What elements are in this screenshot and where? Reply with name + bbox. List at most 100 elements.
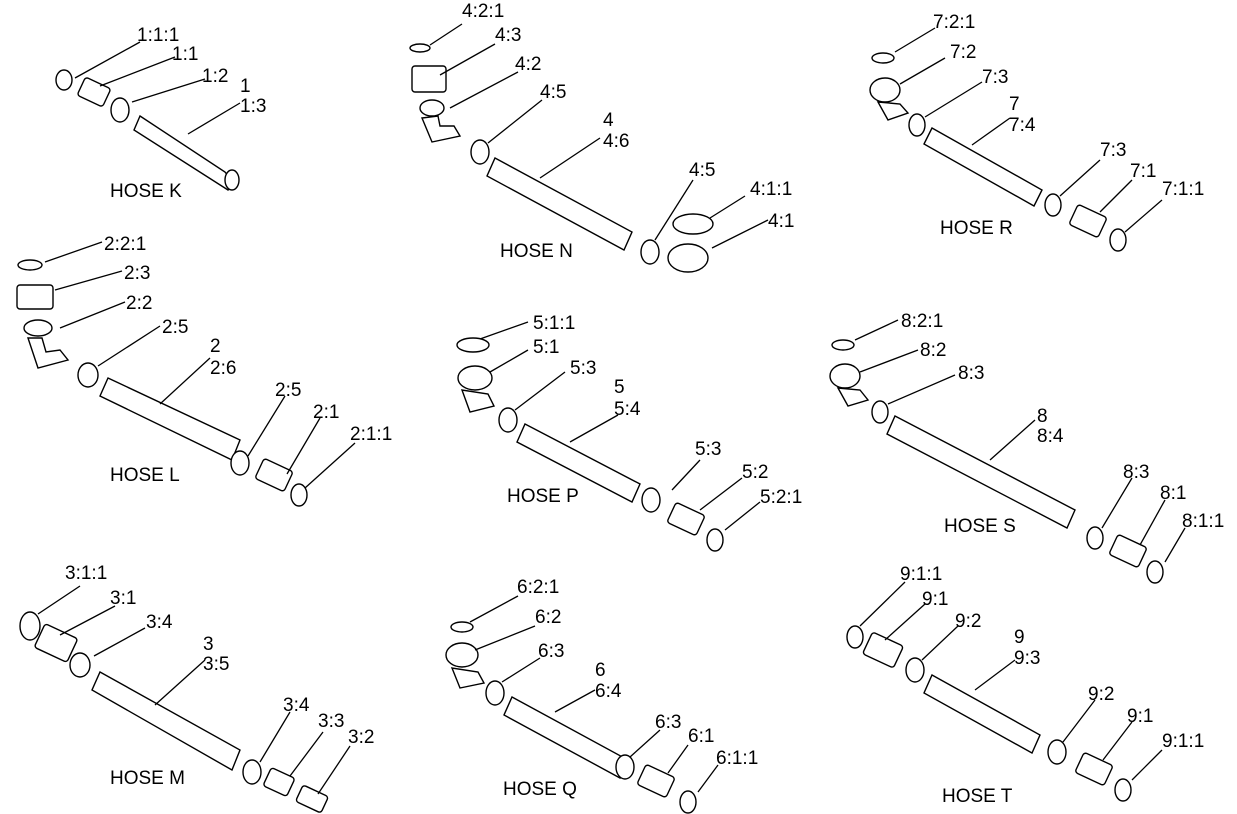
hose-n-clamp-1 xyxy=(470,139,490,165)
hose-m-parts xyxy=(19,611,329,813)
panel-hose-q: 6:2:1 6:2 6:3 6 6:4 6:3 6:1 6:1:1 HOSE Q xyxy=(445,577,758,814)
hose-m-tube xyxy=(91,671,241,772)
hose-l-tube xyxy=(99,377,241,461)
hose-q-title: HOSE Q xyxy=(503,779,577,800)
hose-r-end-fitting xyxy=(1069,204,1107,238)
hose-r-label-3: 7:3 xyxy=(982,67,1008,88)
hose-t-parts xyxy=(846,625,1132,802)
hose-s-label-8: 8:1:1 xyxy=(1182,511,1224,532)
hose-t-end-oring xyxy=(1114,778,1132,802)
hose-l-label-5: 2 xyxy=(210,336,221,357)
hose-s-label-3: 8:3 xyxy=(958,363,984,384)
hose-p-label-7: 5:2 xyxy=(742,462,768,483)
panel-hose-r: 7:2:1 7:2 7:3 7 7:4 7:3 7:1 7:1:1 HOSE R xyxy=(869,12,1204,252)
hose-n-clamp-2 xyxy=(640,239,660,265)
panel-hose-n: 4:2:1 4:3 4:2 4:5 4 4:6 4:5 4:1:1 4:1 HO… xyxy=(409,1,794,273)
hose-s-end-oring xyxy=(1146,560,1164,584)
hose-m-label-7: 3:3 xyxy=(318,711,344,732)
hose-s-label-1: 8:2:1 xyxy=(901,311,943,332)
hose-k-clamp xyxy=(110,97,130,123)
hose-n-label-6: 4:6 xyxy=(603,131,629,152)
hose-q-label-4: 6 xyxy=(595,660,606,681)
panel-hose-p: 5:1:1 5:1 5:3 5 5:4 5:3 5:2 5:2:1 HOSE P xyxy=(456,313,802,552)
hose-r-clamp-2 xyxy=(1044,193,1062,217)
hose-t-label-2: 9:1 xyxy=(922,589,948,610)
hose-k-label-1: 1:1:1 xyxy=(137,25,179,46)
hose-m-fitting xyxy=(34,623,78,663)
hose-l-clamp-2 xyxy=(230,450,250,476)
hose-k-tube xyxy=(133,114,236,191)
hose-l-oring xyxy=(17,259,43,271)
hose-q-end-fitting xyxy=(637,764,675,798)
hose-t-label-1: 9:1:1 xyxy=(900,564,942,585)
hose-l-label-1: 2:2:1 xyxy=(104,234,146,255)
hose-p-label-5: 5:4 xyxy=(614,399,641,420)
hose-r-fitting xyxy=(869,77,901,103)
hose-n-label-3: 4:2 xyxy=(515,54,541,75)
hose-s-tube xyxy=(886,415,1076,529)
hose-k-label-5: 1:3 xyxy=(240,96,266,117)
hose-t-end-fitting xyxy=(1075,752,1113,786)
hose-k-tube-end xyxy=(224,169,240,191)
hose-r-tube xyxy=(923,127,1043,207)
hose-l-clamp-1 xyxy=(77,362,99,388)
hose-r-label-5: 7:4 xyxy=(1009,115,1036,136)
hose-q-label-1: 6:2:1 xyxy=(517,577,559,598)
hose-s-label-7: 8:1 xyxy=(1160,483,1186,504)
hose-n-label-5: 4 xyxy=(603,110,614,131)
hose-l-end-fitting xyxy=(255,458,293,492)
panel-hose-k: 1:1:1 1:1 1:2 1 1:3 HOSE K xyxy=(55,25,266,202)
hose-s-clamp-1 xyxy=(871,400,889,424)
hose-l-label-9: 2:1:1 xyxy=(350,424,392,445)
hose-s-fitting xyxy=(829,363,861,389)
hose-q-fitting xyxy=(445,642,479,668)
hose-p-end-fitting xyxy=(667,502,705,536)
hose-n-label-4: 4:5 xyxy=(540,82,566,103)
hose-m-nut xyxy=(263,767,295,797)
hose-p-label-6: 5:3 xyxy=(695,439,721,460)
hose-m-label-1: 3:1:1 xyxy=(65,563,107,584)
hose-p-parts xyxy=(456,337,724,552)
hose-n-fitting xyxy=(419,99,445,117)
hose-p-tube xyxy=(516,423,641,503)
hose-q-label-6: 6:3 xyxy=(655,712,681,733)
hose-m-clamp-1 xyxy=(69,652,91,678)
hose-s-parts xyxy=(829,339,1164,584)
hose-p-label-1: 5:1:1 xyxy=(533,313,575,334)
panel-hose-s: 8:2:1 8:2 8:3 8 8:4 8:3 8:1 8:1:1 HOSE S xyxy=(829,311,1224,584)
hose-r-label-1: 7:2:1 xyxy=(933,12,975,33)
hose-m-clamp-2 xyxy=(242,759,262,785)
hose-r-label-4: 7 xyxy=(1009,94,1020,115)
hose-s-clamp-2 xyxy=(1086,526,1104,550)
hose-p-end-oring xyxy=(706,528,724,552)
hose-q-elbow xyxy=(450,667,486,689)
hose-s-oring xyxy=(831,339,855,351)
panel-hose-m: 3:1:1 3:1 3:4 3 3:5 3:4 3:3 3:2 HOSE M xyxy=(19,563,374,813)
hose-q-label-5: 6:4 xyxy=(595,681,622,702)
hose-t-label-6: 9:2 xyxy=(1088,684,1114,705)
hose-q-tube xyxy=(503,696,629,779)
hose-l-label-4: 2:5 xyxy=(162,317,188,338)
hose-q-label-3: 6:3 xyxy=(538,641,564,662)
hose-n-end-fitting xyxy=(667,243,709,273)
hose-r-oring xyxy=(871,52,895,64)
hose-p-elbow xyxy=(460,389,496,413)
hose-t-label-4: 9 xyxy=(1014,627,1025,648)
hose-n-parts xyxy=(409,43,714,273)
hose-n-tube xyxy=(486,157,633,251)
hose-k-oring xyxy=(55,69,73,91)
hose-t-clamp-2 xyxy=(1047,739,1067,765)
hose-l-label-7: 2:5 xyxy=(275,380,301,401)
hose-p-label-3: 5:3 xyxy=(570,358,596,379)
hose-s-label-5: 8:4 xyxy=(1037,426,1064,447)
hose-n-oring xyxy=(409,43,431,53)
hose-q-label-8: 6:1:1 xyxy=(716,748,758,769)
hose-m-end-fitting xyxy=(295,785,329,813)
hose-m-oring xyxy=(19,611,41,641)
hose-l-elbow xyxy=(27,337,70,369)
hose-q-label-7: 6:1 xyxy=(688,726,714,747)
hose-q-label-2: 6:2 xyxy=(535,607,561,628)
hose-t-fitting xyxy=(862,632,904,668)
hose-r-label-7: 7:1 xyxy=(1130,161,1156,182)
hose-p-label-2: 5:1 xyxy=(533,337,559,358)
